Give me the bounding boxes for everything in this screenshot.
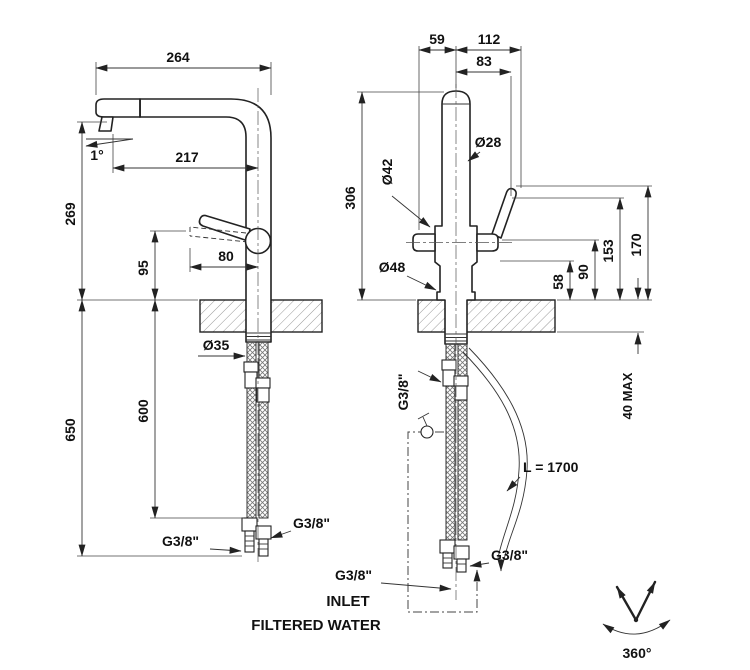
rotation-360-label: 360° — [623, 645, 652, 661]
dim-306-label: 306 — [342, 186, 358, 210]
dim-dia28-label: Ø28 — [475, 134, 502, 150]
dim-dia48-label: Ø48 — [379, 259, 406, 275]
dim-153-label: 153 — [600, 239, 616, 263]
lever-handle-front — [491, 187, 517, 239]
flexible-hose — [468, 347, 528, 561]
dim-angle-label: 1° — [90, 147, 103, 163]
dimensions-front-view: 59 112 83 306 Ø42 Ø28 170 153 90 58 40 M… — [335, 31, 652, 592]
spray-head — [95, 98, 141, 118]
inlet-routing-line — [407, 431, 481, 613]
filtered-water-label: FILTERED WATER — [251, 617, 381, 634]
dim-g38-mid-label: G3/8" — [395, 374, 411, 411]
dim-83-label: 83 — [476, 53, 492, 69]
dim-95-label: 95 — [135, 260, 151, 276]
hoses-front-view — [407, 343, 528, 613]
inlet-valve — [420, 425, 434, 439]
dim-58-label: 58 — [550, 274, 566, 290]
inlet-label: INLET — [326, 593, 369, 610]
dim-264-label: 264 — [166, 49, 190, 65]
dim-650-label: 650 — [62, 418, 78, 442]
dim-112-label: 112 — [478, 31, 501, 47]
lever-handle-side — [198, 214, 251, 242]
dim-40max-label: 40 MAX — [620, 372, 635, 419]
rotation-360-icon: 360° — [602, 580, 671, 661]
inlet-annotation: INLET FILTERED WATER — [251, 593, 381, 634]
countertop-front-view — [417, 299, 556, 333]
dim-dia35-label: Ø35 — [203, 337, 230, 353]
aerator — [98, 116, 114, 132]
dim-g38-left-label: G3/8" — [162, 533, 199, 549]
dim-g38-bottom-right-label: G3/8" — [491, 547, 528, 563]
dim-g38-right-label: G3/8" — [293, 515, 330, 531]
dimensions-side-view: 264 217 1° 269 95 80 650 600 Ø35 G3/8" G… — [62, 49, 330, 557]
dim-170-label: 170 — [628, 233, 644, 257]
dim-g38-bottom-left-label: G3/8" — [335, 567, 372, 583]
dim-hose-length-label: L = 1700 — [523, 459, 579, 475]
dim-600-label: 600 — [135, 399, 151, 423]
dim-dia42-label: Ø42 — [379, 159, 395, 186]
dim-217-label: 217 — [175, 149, 199, 165]
dim-80-label: 80 — [218, 248, 234, 264]
dim-269-label: 269 — [62, 202, 78, 226]
hoses-side-view — [241, 341, 272, 557]
dim-59-label: 59 — [429, 31, 445, 47]
dim-90-label: 90 — [575, 264, 591, 280]
